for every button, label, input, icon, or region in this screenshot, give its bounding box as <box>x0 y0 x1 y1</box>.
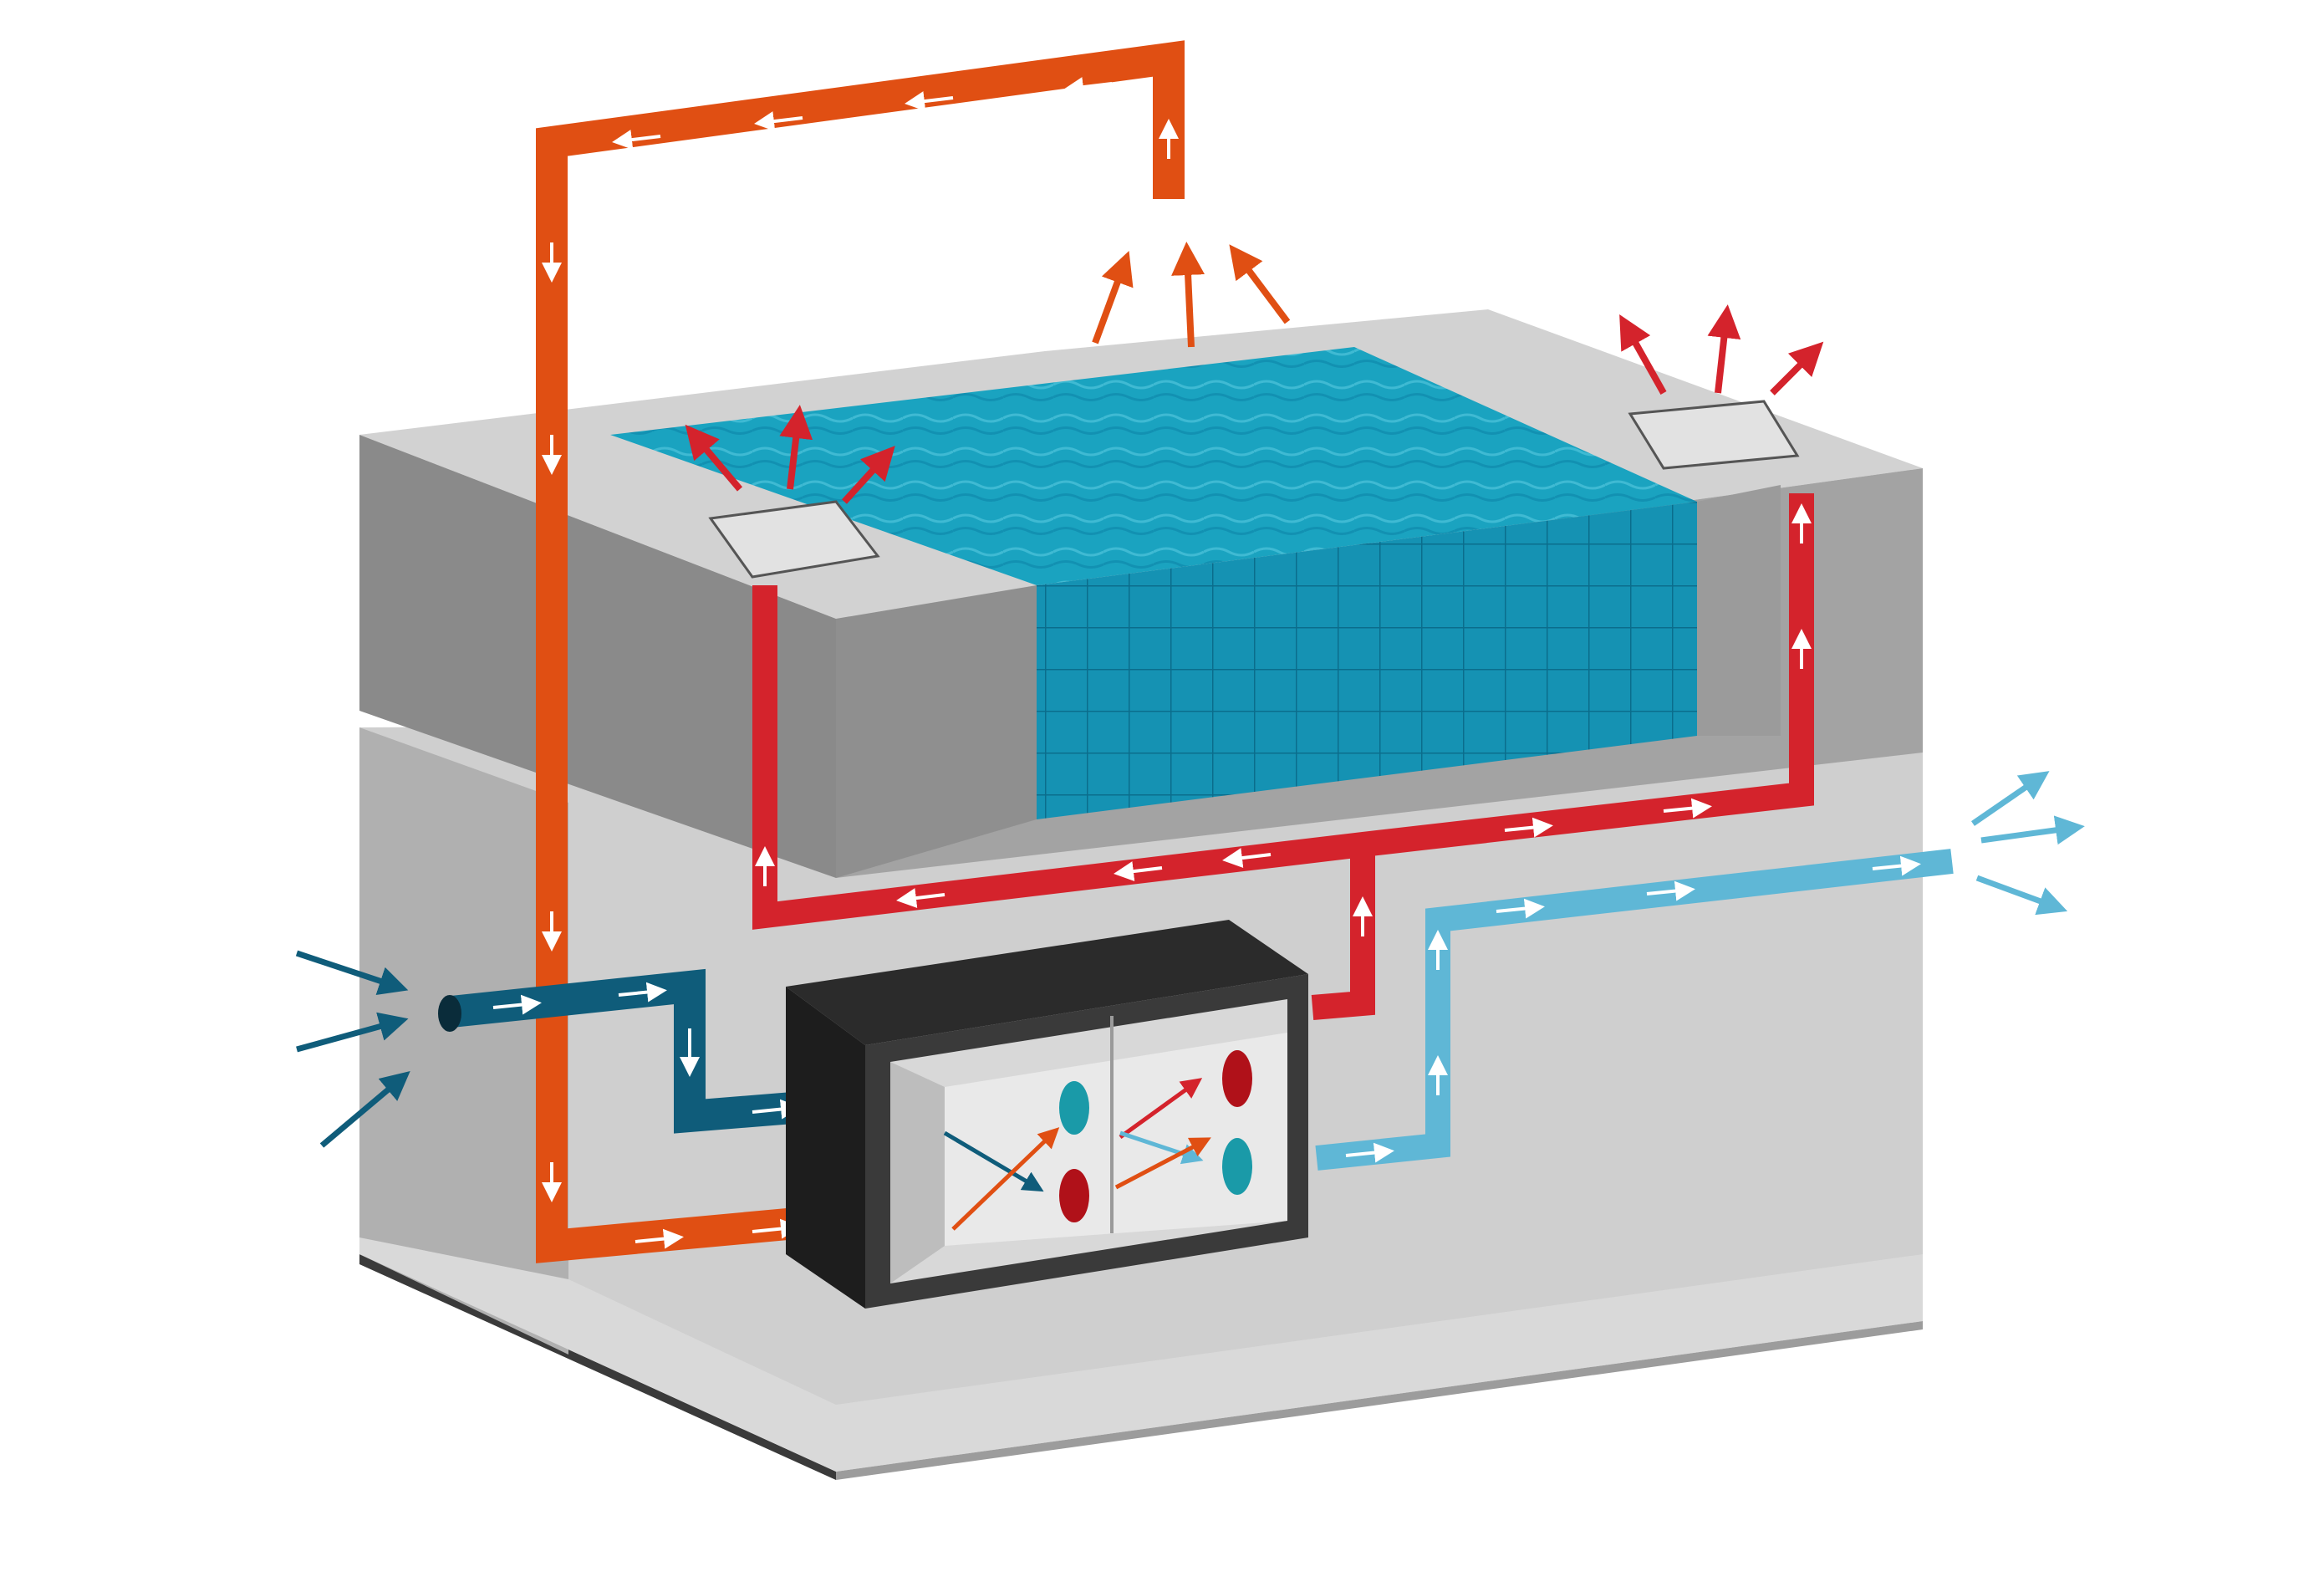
supply-port <box>1059 1169 1089 1222</box>
pool-water <box>610 347 1697 585</box>
supply-duct-flow-arrows <box>755 503 1812 936</box>
intake-duct-flow-arrows <box>492 982 801 1120</box>
exhaust-port <box>1222 1138 1252 1195</box>
extract-air-arrows <box>1092 242 1291 348</box>
pool-slab <box>359 309 1923 878</box>
supply-air-arrows-right <box>1619 304 1824 395</box>
pool-tiles <box>1037 502 1697 819</box>
supply-air-arrows-left <box>685 405 895 504</box>
intake-port <box>1059 1081 1089 1135</box>
supply-grille-right <box>1628 400 1800 470</box>
supply-grille-left <box>708 500 880 579</box>
exhaust-duct-flow-arrows <box>1345 855 1921 1163</box>
heat-recovery-unit <box>786 920 1308 1309</box>
extract-duct-flow-arrows <box>542 77 1179 1249</box>
extract-duct <box>536 40 1185 1263</box>
outdoor-air-arrows <box>295 950 410 1148</box>
heat-exchanger-icon <box>943 1078 1211 1231</box>
extract-port <box>1222 1050 1252 1107</box>
intake-opening <box>438 995 461 1032</box>
exhaust-air-arrows <box>1971 771 2085 916</box>
